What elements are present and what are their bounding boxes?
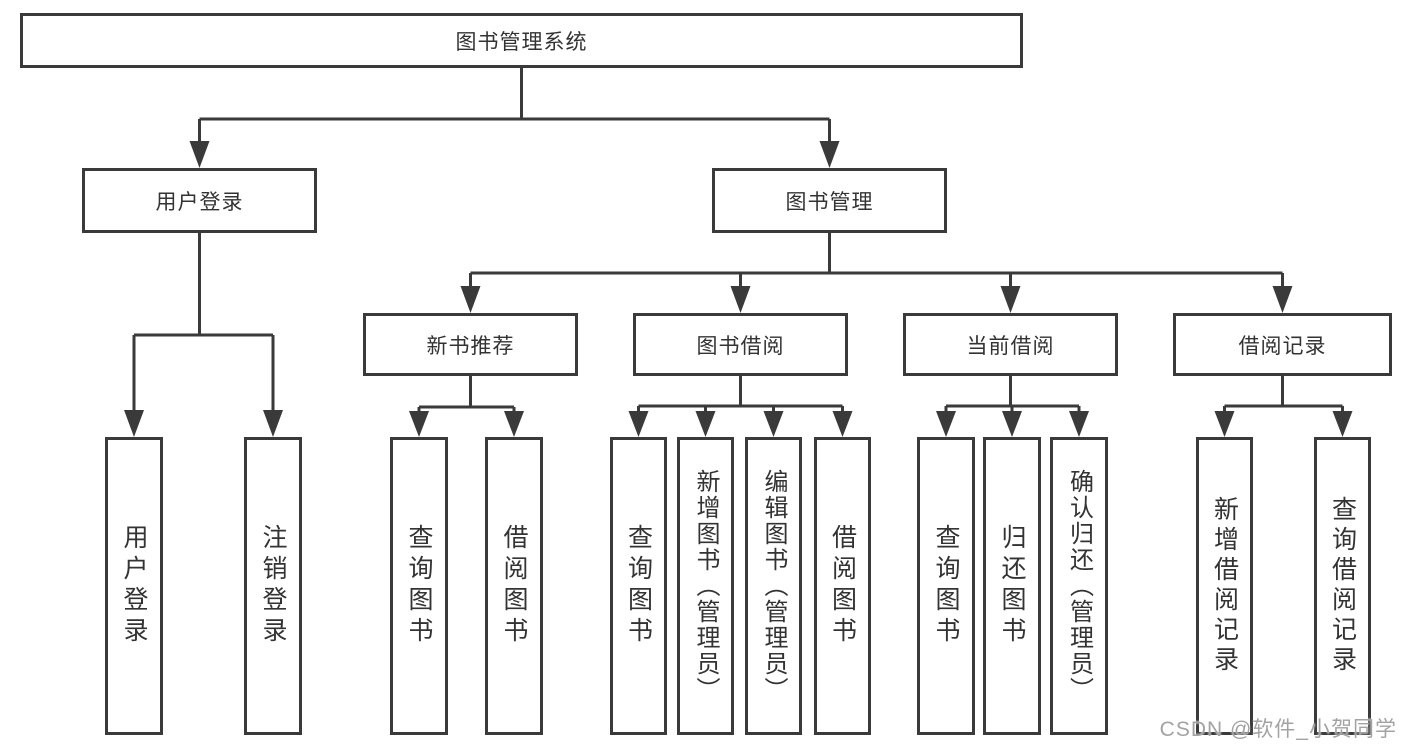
node-label: 查询图书 <box>624 524 653 648</box>
node-label: 图书借阅 <box>696 334 785 358</box>
leaf-user-login: 用户登录 <box>105 437 163 735</box>
node-label: 新增图书（管理员） <box>692 469 719 703</box>
node-label: 新增借阅记录 <box>1210 496 1239 676</box>
node-label: 查询图书 <box>405 524 433 648</box>
node-label: 确认归还（管理员） <box>1065 469 1093 703</box>
leaf-borrow-books-recommend: 借阅图书 <box>485 437 543 735</box>
node-label: 借阅记录 <box>1238 334 1327 358</box>
node-book-borrowing: 图书借阅 <box>633 313 848 376</box>
leaf-return-books: 归还图书 <box>983 437 1041 735</box>
arrowheads <box>124 141 1353 437</box>
node-label: 查询借阅记录 <box>1328 496 1357 676</box>
leaf-borrow-books: 借阅图书 <box>814 437 871 735</box>
leaf-edit-books-admin: 编辑图书（管理员） <box>745 437 802 735</box>
node-label: 图书管理系统 <box>455 30 588 54</box>
leaf-query-books-recommend: 查询图书 <box>390 437 448 735</box>
node-label: 借阅图书 <box>500 524 528 648</box>
leaf-confirm-return-admin: 确认归还（管理员） <box>1050 437 1108 735</box>
node-new-book-recommendation: 新书推荐 <box>363 313 578 376</box>
node-label: 图书管理 <box>785 190 874 214</box>
node-borrowing-records: 借阅记录 <box>1173 313 1392 376</box>
node-label: 注销登录 <box>259 524 287 648</box>
node-user-login: 用户登录 <box>82 168 317 233</box>
node-label: 用户登录 <box>120 524 148 648</box>
node-label: 用户登录 <box>155 190 244 214</box>
leaf-query-books-borrowing: 查询图书 <box>610 437 667 735</box>
node-label: 归还图书 <box>998 524 1026 648</box>
leaf-query-books-current: 查询图书 <box>917 437 975 735</box>
leaf-add-borrow-record: 新增借阅记录 <box>1196 437 1253 735</box>
leaf-query-borrow-record: 查询借阅记录 <box>1314 437 1371 735</box>
node-root-library-system: 图书管理系统 <box>20 13 1023 68</box>
node-label: 编辑图书（管理员） <box>760 469 787 703</box>
csdn-watermark: CSDN @软件_小贺同学 <box>1159 718 1397 741</box>
node-current-borrowing: 当前借阅 <box>903 313 1118 376</box>
node-label: 新书推荐 <box>426 334 515 358</box>
node-label: 当前借阅 <box>966 334 1055 358</box>
node-label: 查询图书 <box>932 524 960 648</box>
node-book-management: 图书管理 <box>712 168 947 233</box>
leaf-logout: 注销登录 <box>244 437 302 735</box>
leaf-add-books-admin: 新增图书（管理员） <box>677 437 734 735</box>
node-label: 借阅图书 <box>828 524 857 648</box>
